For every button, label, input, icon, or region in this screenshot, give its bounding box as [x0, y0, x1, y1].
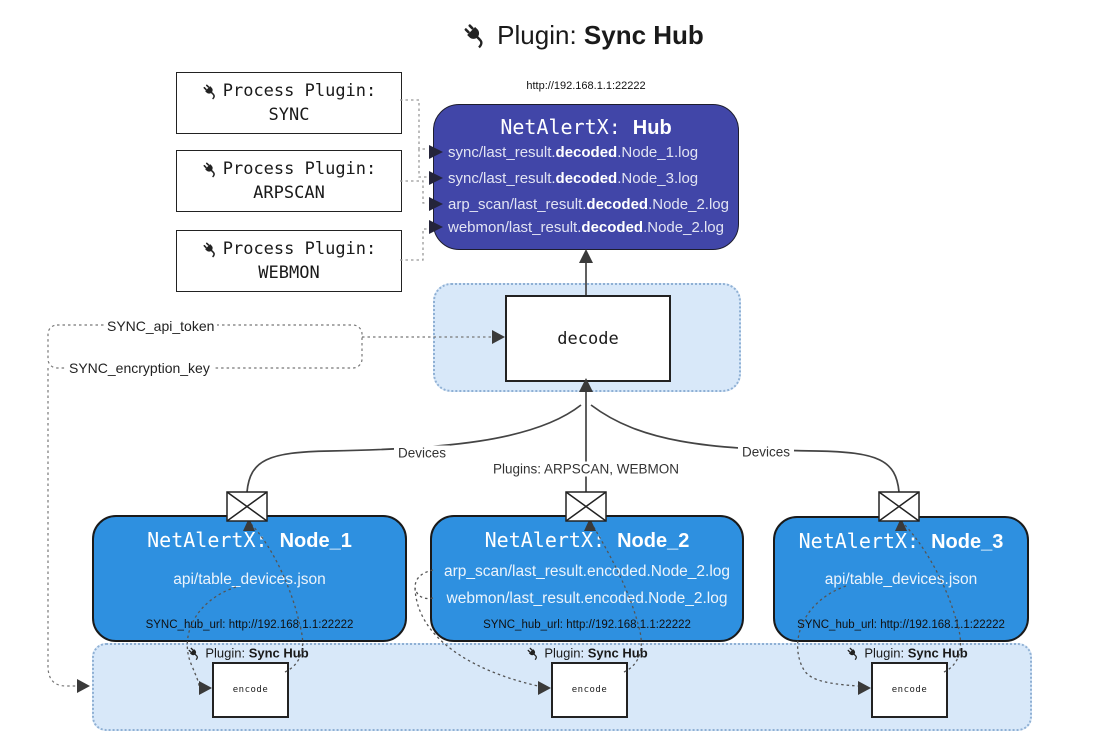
page-title-prefix: Plugin: [497, 20, 584, 50]
node-3-hub-url: SYNC_hub_url: http://192.168.1.1:22222 [797, 619, 1005, 631]
hub-box: NetAlertX: Hub sync/last_result.decoded.… [433, 104, 739, 250]
node-3-file: api/table_devices.json [824, 571, 978, 588]
node-2-title: NetAlertX: Node_2 [484, 528, 690, 552]
plugin-sync-hub-label: Plugin: Sync Hub [526, 646, 648, 661]
node-1-file: api/table_devices.json [173, 571, 326, 588]
sync-api-token-label: SYNC_api_token [104, 318, 218, 334]
page-title-name: Sync Hub [583, 20, 704, 50]
plug-icon [187, 646, 201, 660]
edge-label-plugins: Plugins: ARPSCAN, WEBMON [488, 461, 684, 477]
process-plugin-label: Process Plugin: [222, 239, 377, 259]
node-2-file: arp_scan/last_result.encoded.Node_2.log [443, 563, 731, 580]
node-2-box: NetAlertX: Node_2 arp_scan/last_result.e… [430, 515, 744, 642]
plug-icon [202, 241, 219, 258]
process-plugin-name: WEBMON [258, 263, 320, 283]
encode-box-2: encode [551, 662, 628, 718]
plug-icon [462, 22, 489, 49]
decode-box: decode [505, 295, 671, 382]
process-plugin-name: SYNC [268, 105, 310, 125]
node-2-file: webmon/last_result.encoded.Node_2.log [446, 590, 728, 607]
edge-label-devices-left: Devices [393, 445, 451, 461]
process-plugin-webmon: Process Plugin: WEBMON [176, 230, 402, 292]
hub-log-line: sync/last_result.decoded.Node_1.log [448, 144, 699, 161]
hub-title: NetAlertX: Hub [500, 115, 672, 139]
process-plugin-label: Process Plugin: [222, 81, 377, 101]
node-3-title: NetAlertX: Node_3 [798, 529, 1004, 553]
node-1-hub-url: SYNC_hub_url: http://192.168.1.1:22222 [145, 619, 354, 631]
process-plugin-label: Process Plugin: [222, 159, 377, 179]
node-1-title: NetAlertX: Node_1 [147, 528, 352, 552]
hub-log-line: webmon/last_result.decoded.Node_2.log [448, 219, 724, 236]
node-2-hub-url: SYNC_hub_url: http://192.168.1.1:22222 [483, 619, 691, 631]
plug-icon [526, 646, 540, 660]
hub-log-line: arp_scan/last_result.decoded.Node_2.log [448, 196, 729, 213]
process-plugin-sync: Process Plugin: SYNC [176, 72, 402, 134]
plugin-sync-hub-label: Plugin: Sync Hub [187, 646, 309, 661]
page-title: Plugin: Sync Hub [462, 20, 704, 51]
node-3-box: NetAlertX: Node_3 api/table_devices.json… [773, 516, 1029, 642]
node-1-box: NetAlertX: Node_1 api/table_devices.json… [92, 515, 407, 642]
process-plugin-name: ARPSCAN [253, 183, 325, 203]
encode-box-1: encode [212, 662, 289, 718]
encode-box-3: encode [871, 662, 948, 718]
hub-log-line: sync/last_result.decoded.Node_3.log [448, 170, 699, 187]
plug-icon [846, 646, 860, 660]
edge-label-devices-right: Devices [737, 444, 795, 460]
sync-encryption-key-label: SYNC_encryption_key [66, 360, 213, 376]
hub-url: http://192.168.1.1:22222 [526, 80, 646, 92]
process-plugin-arpscan: Process Plugin: ARPSCAN [176, 150, 402, 212]
plugin-sync-hub-label: Plugin: Sync Hub [846, 646, 968, 661]
plug-icon [202, 83, 219, 100]
plug-icon [202, 161, 219, 178]
